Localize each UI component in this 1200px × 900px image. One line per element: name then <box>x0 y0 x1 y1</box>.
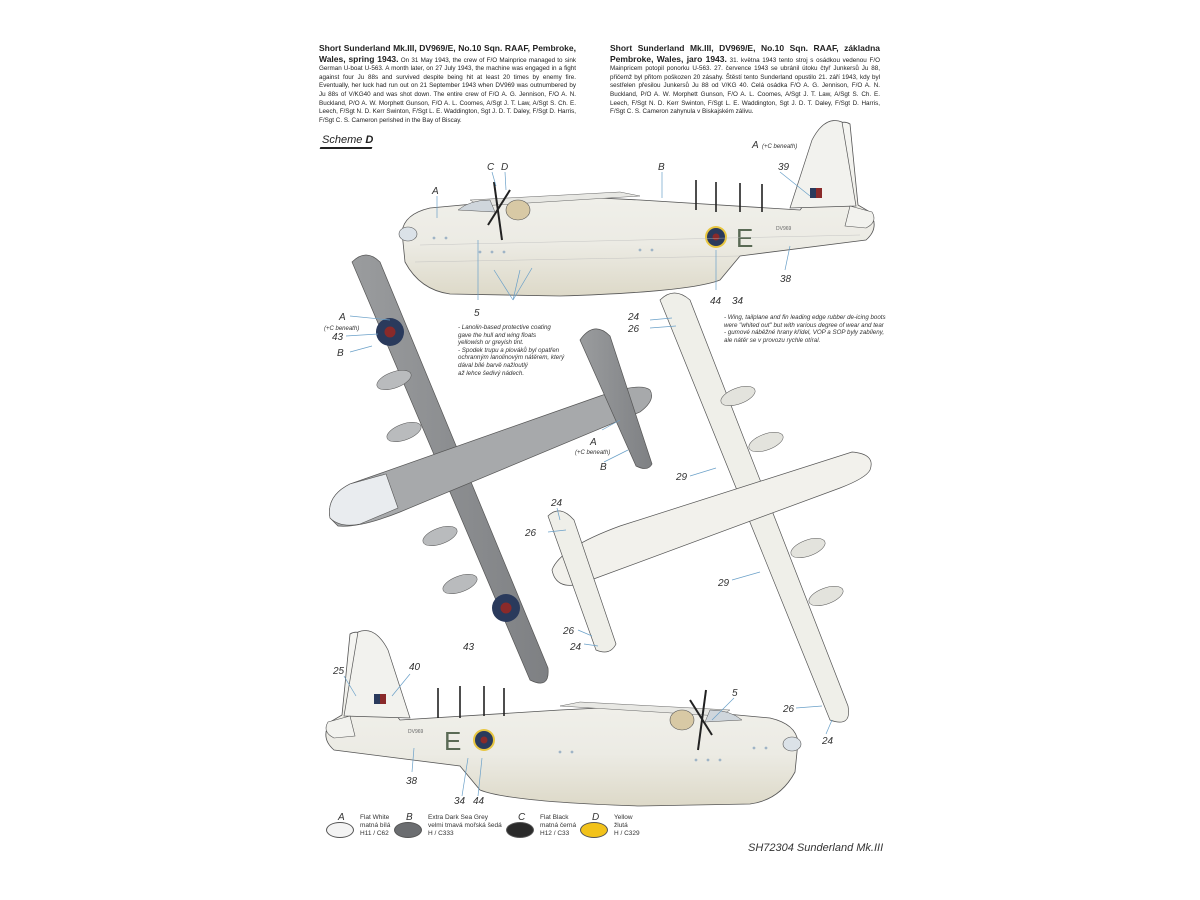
callout-24-c: 24 <box>569 642 582 653</box>
callout-44-bottom: 44 <box>473 796 485 807</box>
legend-swatch <box>506 822 534 838</box>
callout-38-bottom: 38 <box>406 776 418 787</box>
callout-38-top: 38 <box>780 274 792 285</box>
note-right-line: ale nátěr se v provozu rychle otíral. <box>724 336 821 344</box>
callout-B-wing: B <box>337 348 344 359</box>
callout-labels: A C D B A (+C beneath) 39 5 38 44 34 A (… <box>324 140 834 807</box>
note-left-line: - Lanolin-based protective coating <box>458 324 551 331</box>
legend-code: H / C329 <box>614 829 640 837</box>
legend-letter: A <box>338 812 345 823</box>
callout-A-wing: A <box>338 312 346 323</box>
legend-label: Yellow žlutá H / C329 <box>614 814 640 837</box>
callout-A-fin: A <box>751 140 759 151</box>
legend-code: H12 / C33 <box>540 829 570 837</box>
serial-top: DV969 <box>776 226 792 232</box>
description-czech-heading: Short Sunderland Mk.III, DV969/E, No.10 … <box>610 43 880 64</box>
legend-en: Flat Black <box>540 814 569 821</box>
callout-5-top: 5 <box>474 308 480 319</box>
legend-item-c: C Flat Black matná černá H12 / C33 <box>506 812 576 838</box>
callout-25: 25 <box>332 666 345 677</box>
note-left-line: až lehce šedivý nádech. <box>458 369 525 377</box>
legend-letter: D <box>592 812 600 823</box>
note-left-line: - Spodek trupu a plováků byl opatřen <box>458 346 560 354</box>
legend-label: Flat White matná bílá H11 / C62 <box>360 814 390 837</box>
callout-26-a: 26 <box>627 324 640 335</box>
plan-view-underside <box>547 292 872 723</box>
callout-29-a: 29 <box>675 472 688 483</box>
callout-24-b: 24 <box>550 498 563 509</box>
description-english-heading: Short Sunderland Mk.III, DV969/E, No.10 … <box>319 43 576 64</box>
scheme-prefix: Scheme <box>322 134 363 146</box>
legend-cz: matná bílá <box>360 821 391 829</box>
note-right-line: - gumové náběžné hrany křídel, VOP a SOP… <box>724 329 885 337</box>
description-czech: Short Sunderland Mk.III, DV969/E, No.10 … <box>610 44 880 117</box>
callout-B-tail: B <box>600 462 607 473</box>
note-lanolin: - Lanolin-based protective coating gave … <box>458 324 598 377</box>
note-deicing: - Wing, tailplane and fin leading edge r… <box>724 314 894 344</box>
callout-26-b: 26 <box>524 528 537 539</box>
legend-label: Flat Black matná černá H12 / C33 <box>540 814 576 837</box>
legend-swatch <box>326 822 354 838</box>
product-code: SH72304 Sunderland Mk.III <box>748 842 884 854</box>
code-letter-top: E <box>736 223 753 253</box>
callout-26-c: 26 <box>562 626 575 637</box>
legend-letter: C <box>518 812 526 823</box>
callout-A-top: A <box>431 186 439 197</box>
legend-code: H11 / C62 <box>360 829 389 837</box>
callout-34-bottom: 34 <box>454 796 466 807</box>
side-view-right-facing: E DV969 <box>325 630 802 807</box>
scheme-label: Scheme D <box>322 134 373 146</box>
callout-C-top: C <box>487 162 495 173</box>
callout-43-upper: 43 <box>332 332 344 343</box>
callout-A-fin-beneath: (+C beneath) <box>762 144 797 150</box>
legend-en: Flat White <box>360 814 390 821</box>
legend-letter: B <box>406 812 413 823</box>
callout-26-d: 26 <box>782 704 795 715</box>
legend-item-a: A Flat White matná bílá H11 / C62 <box>326 812 390 838</box>
description-english: Short Sunderland Mk.III, DV969/E, No.10 … <box>319 44 576 125</box>
legend-item-d: D Yellow žlutá H / C329 <box>580 812 640 838</box>
note-right-line: - Wing, tailplane and fin leading edge r… <box>724 314 886 321</box>
callout-39: 39 <box>778 162 790 173</box>
code-letter-bottom: E <box>444 726 461 756</box>
note-left-line: gave the hull and wing floats <box>458 331 537 339</box>
callout-34-top: 34 <box>732 296 744 307</box>
legend-swatch <box>580 822 608 838</box>
description-czech-body: 31. května 1943 tento stroj s osádkou ve… <box>610 56 880 116</box>
legend-en: Extra Dark Sea Grey <box>428 814 488 821</box>
legend-cz: matná černá <box>540 821 577 829</box>
callout-44-top: 44 <box>710 296 722 307</box>
callout-lines <box>343 171 833 797</box>
legend-item-b: B Extra Dark Sea Grey velmi tmavá mořská… <box>394 812 502 838</box>
note-left-line: dával bílé barvě nažloutlý <box>458 361 528 369</box>
callout-5-bottom: 5 <box>732 688 738 699</box>
callout-24-a: 24 <box>627 312 640 323</box>
callout-43-lower: 43 <box>463 642 475 653</box>
legend-cz: velmi tmavá mořská šedá <box>428 821 502 829</box>
legend-cz: žlutá <box>614 821 628 829</box>
legend-label: Extra Dark Sea Grey velmi tmavá mořská š… <box>428 814 502 837</box>
note-right-line: were "whited out" but with various degre… <box>724 321 884 329</box>
callout-29-b: 29 <box>717 578 730 589</box>
callout-A-tail-beneath: (+C beneath) <box>575 450 610 456</box>
legend-en: Yellow <box>614 814 633 821</box>
note-left-line: ochranným lanolinovým nátěrem, který <box>458 354 565 362</box>
side-view-left-facing: E DV969 <box>398 120 875 297</box>
callout-24-d: 24 <box>821 736 834 747</box>
callout-D-top: D <box>501 162 508 173</box>
callout-A-wing-beneath: (+C beneath) <box>324 326 359 332</box>
serial-bottom: DV969 <box>408 729 424 735</box>
description-english-body: On 31 May 1943, the crew of F/O Mainpric… <box>319 56 576 124</box>
note-left-line: yellowish or greyish tint. <box>458 339 524 347</box>
legend-swatch <box>394 822 422 838</box>
plan-view-upper <box>329 254 653 684</box>
scheme-letter: D <box>365 134 374 146</box>
callout-B-top: B <box>658 162 665 173</box>
callout-A-tail: A <box>589 437 597 448</box>
callout-40: 40 <box>409 662 421 673</box>
legend-code: H / C333 <box>428 829 454 837</box>
